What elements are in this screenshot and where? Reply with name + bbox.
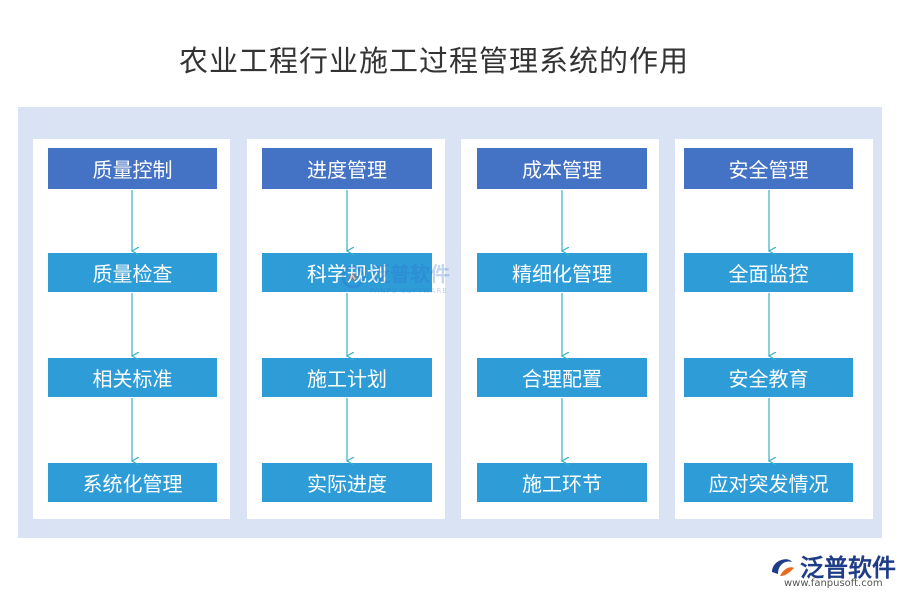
watermark-subtext: FANPU SOFTWARE (370, 287, 448, 295)
header-quality-control: 质量控制 (48, 148, 217, 189)
item-rational-allocation: 合理配置 (477, 358, 647, 397)
item-construction-plan: 施工计划 (262, 358, 432, 397)
item-safety-education: 安全教育 (684, 358, 853, 397)
item-refined-management: 精细化管理 (477, 253, 647, 292)
header-safety-management: 安全管理 (684, 148, 853, 189)
watermark: 泛普软件 FANPU SOFTWARE (340, 258, 450, 295)
brand-url: www.fanpusoft.com (784, 578, 883, 589)
brand-logo-icon (772, 558, 794, 576)
item-actual-progress: 实际进度 (262, 463, 432, 502)
column-schedule (247, 139, 445, 519)
item-construction-stages: 施工环节 (477, 463, 647, 502)
watermark-text: 泛普软件 (370, 262, 450, 286)
item-emergency-response: 应对突发情况 (684, 463, 853, 502)
item-full-monitoring: 全面监控 (684, 253, 853, 292)
column-safety (675, 139, 873, 519)
brand-logo-text: 泛普软件 (800, 554, 896, 582)
header-cost-management: 成本管理 (477, 148, 647, 189)
item-quality-inspection: 质量检查 (48, 253, 217, 292)
watermark-logo-icon (341, 265, 365, 288)
page-title: 农业工程行业施工过程管理系统的作用 (178, 44, 689, 78)
item-systematic-management: 系统化管理 (48, 463, 217, 502)
item-related-standards: 相关标准 (48, 358, 217, 397)
item-scientific-planning: 科学规划 (262, 253, 432, 292)
brand-logo: 泛普软件 (768, 548, 896, 583)
column-cost (461, 139, 659, 519)
header-schedule-management: 进度管理 (262, 148, 432, 189)
